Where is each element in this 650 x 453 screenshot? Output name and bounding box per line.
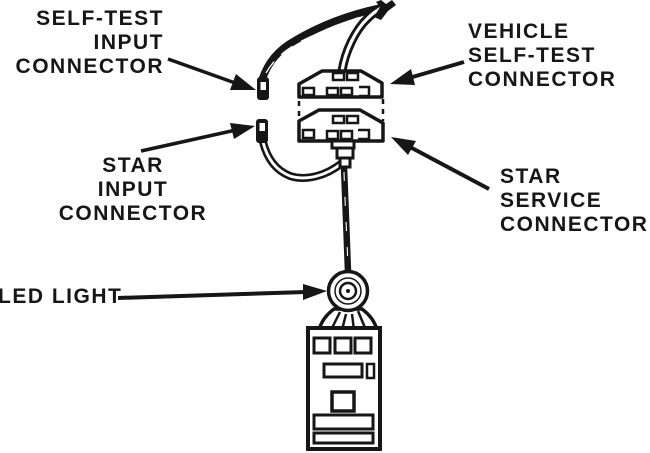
star-service-connector-shape [297,108,385,169]
label-line: STAR [500,165,562,188]
label-line: CONNECTOR [500,213,649,236]
label-line: SELF-TEST [36,7,164,30]
self-test-pigtail-wire [258,4,384,84]
label-line: INPUT [93,31,164,54]
arrow-self-test-input [167,57,256,90]
label-line: CONNECTOR [15,55,164,78]
vehicle-self-test-connector-shape [297,69,384,99]
tester-cable [340,166,352,273]
arrow-vehicle-self-test [390,60,465,85]
arrow-star-service [391,137,490,191]
led-light-shape [326,269,370,313]
label-line: CONNECTOR [58,202,208,225]
star-tester-shape [306,326,382,451]
self-test-input-connector-shape [257,77,269,100]
arrow-led-light [117,284,327,300]
label-line: INPUT [97,178,169,201]
label-self-test-input-connector: SELF-TEST INPUT CONNECTOR [8,7,164,79]
label-vehicle-self-test-connector: VEHICLE SELF-TEST CONNECTOR [468,20,616,92]
label-line: SELF-TEST [468,44,596,67]
label-led-light: LED LIGHT [0,285,122,309]
label-line: LED LIGHT [0,285,123,308]
label-line: VEHICLE [468,20,570,43]
star-input-connector-shape [256,119,268,143]
label-line: CONNECTOR [468,68,617,91]
label-star-input-connector: STAR INPUT CONNECTOR [43,154,223,226]
star-pigtail-wire [259,140,345,182]
label-star-service-connector: STAR SERVICE CONNECTOR [500,165,648,237]
wire-end-flare [374,0,396,20]
label-line: STAR [102,154,164,177]
label-line: SERVICE [500,189,603,212]
arrow-star-input [140,123,255,153]
